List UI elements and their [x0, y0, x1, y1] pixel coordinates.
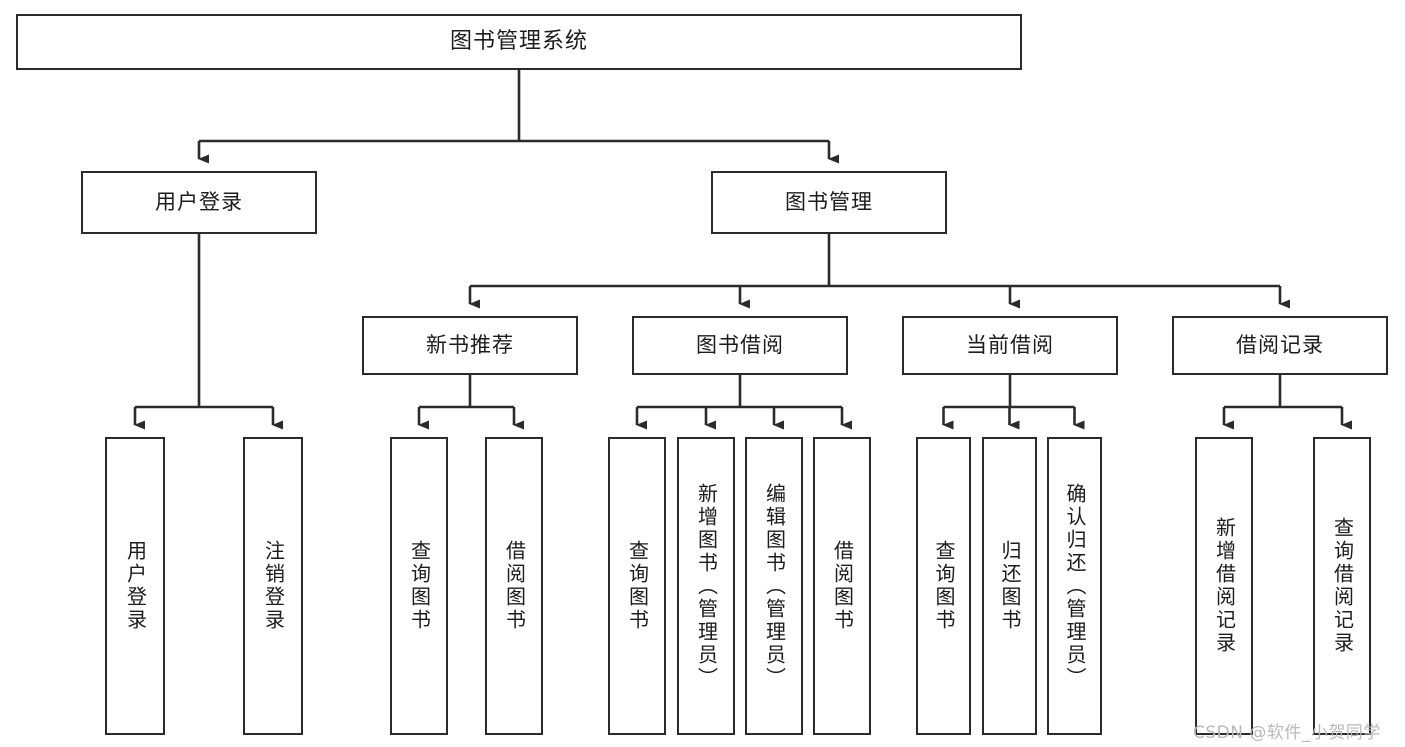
node-leaf-query-book-borrow-label: 查询图书 [625, 540, 650, 632]
node-leaf-edit-book-label: 编辑图书（管理员） [762, 482, 787, 690]
edge-bus [1224, 375, 1342, 409]
node-leaf-query-borrow-record-label: 查询借阅记录 [1330, 517, 1355, 655]
node-leaf-query-book-current-label: 查询图书 [932, 540, 956, 632]
node-leaf-query-borrow-record[interactable]: 查询借阅记录 [1313, 437, 1371, 735]
node-leaf-borrow-book-recommend-label: 借阅图书 [502, 540, 527, 632]
node-book-borrow[interactable]: 图书借阅 [632, 316, 848, 375]
node-leaf-query-book-borrow[interactable]: 查询图书 [608, 437, 666, 735]
node-new-book-recommend[interactable]: 新书推荐 [362, 316, 578, 375]
node-leaf-confirm-return[interactable]: 确认归还（管理员） [1047, 437, 1102, 735]
edge-bus [419, 375, 514, 409]
node-leaf-add-book-label: 新增图书（管理员） [694, 482, 719, 690]
node-root-label: 图书管理系统 [449, 28, 588, 54]
node-leaf-user-logout-label: 注销登录 [261, 540, 286, 632]
edge-bus [637, 375, 842, 409]
node-leaf-user-logout[interactable]: 注销登录 [243, 437, 303, 735]
node-leaf-query-book-recommend[interactable]: 查询图书 [390, 437, 448, 735]
node-leaf-edit-book[interactable]: 编辑图书（管理员） [745, 437, 803, 735]
edge-bus [943, 375, 1075, 409]
node-leaf-borrow-book-borrow[interactable]: 借阅图书 [813, 437, 871, 735]
node-leaf-add-book[interactable]: 新增图书（管理员） [677, 437, 735, 735]
node-book-borrow-label: 图书借阅 [696, 332, 784, 357]
edge-bus [135, 234, 273, 409]
edge-bus [470, 234, 1280, 288]
node-leaf-user-login[interactable]: 用户登录 [105, 437, 165, 735]
node-book-manage[interactable]: 图书管理 [711, 171, 947, 234]
node-leaf-confirm-return-label: 确认归还（管理员） [1063, 482, 1087, 690]
node-leaf-query-book-recommend-label: 查询图书 [407, 540, 432, 632]
node-borrow-record[interactable]: 借阅记录 [1172, 316, 1388, 375]
node-leaf-return-book[interactable]: 归还图书 [982, 437, 1037, 735]
watermark: CSDN @软件_小贺同学 [1193, 723, 1381, 743]
node-borrow-record-label: 借阅记录 [1236, 332, 1324, 357]
node-current-borrow-label: 当前借阅 [966, 332, 1054, 357]
node-leaf-add-borrow-record-label: 新增借阅记录 [1212, 517, 1237, 655]
node-user-login[interactable]: 用户登录 [81, 171, 317, 234]
node-leaf-return-book-label: 归还图书 [998, 540, 1022, 632]
node-leaf-add-borrow-record[interactable]: 新增借阅记录 [1195, 437, 1253, 735]
node-current-borrow[interactable]: 当前借阅 [902, 316, 1118, 375]
node-leaf-user-login-label: 用户登录 [123, 540, 148, 632]
node-user-login-label: 用户登录 [155, 189, 243, 214]
node-leaf-query-book-current[interactable]: 查询图书 [916, 437, 971, 735]
node-root[interactable]: 图书管理系统 [16, 14, 1022, 70]
node-leaf-borrow-book-borrow-label: 借阅图书 [830, 540, 855, 632]
node-new-book-recommend-label: 新书推荐 [426, 332, 514, 357]
node-book-manage-label: 图书管理 [785, 189, 873, 214]
node-leaf-borrow-book-recommend[interactable]: 借阅图书 [485, 437, 543, 735]
edge-bus [199, 70, 829, 143]
